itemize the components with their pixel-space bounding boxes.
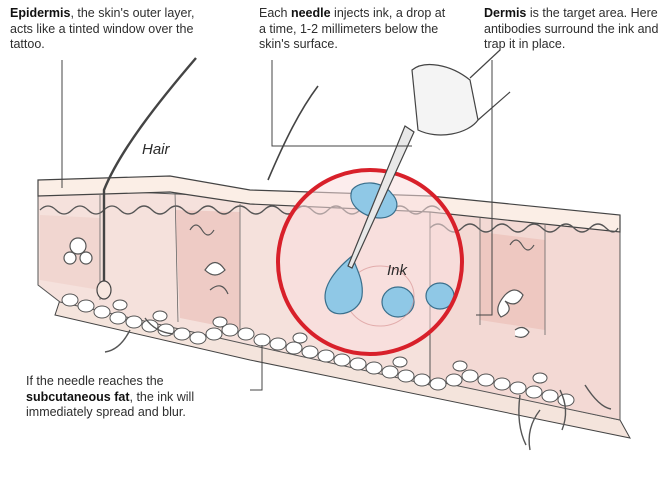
- needle-callout: Each needle injects ink, a drop at a tim…: [259, 6, 449, 53]
- epidermis-callout: Epidermis, the skin's outer layer, acts …: [10, 6, 220, 53]
- subcutaneous-fat-callout: If the needle reaches the subcutaneous f…: [26, 374, 246, 421]
- dermis-callout: Dermis is the target area. Here antibodi…: [484, 6, 662, 53]
- hair-label: Hair: [142, 141, 170, 158]
- needle-intro: Each: [259, 6, 291, 20]
- fat-intro: If the needle reaches the: [26, 374, 164, 388]
- ink-droplet: [382, 287, 414, 317]
- needle-term: needle: [291, 6, 331, 20]
- dermis-term: Dermis: [484, 6, 526, 20]
- epidermis-term: Epidermis: [10, 6, 70, 20]
- ink-label: Ink: [387, 262, 407, 279]
- fat-term: subcutaneous fat: [26, 390, 130, 404]
- ink-highlight: [278, 170, 462, 354]
